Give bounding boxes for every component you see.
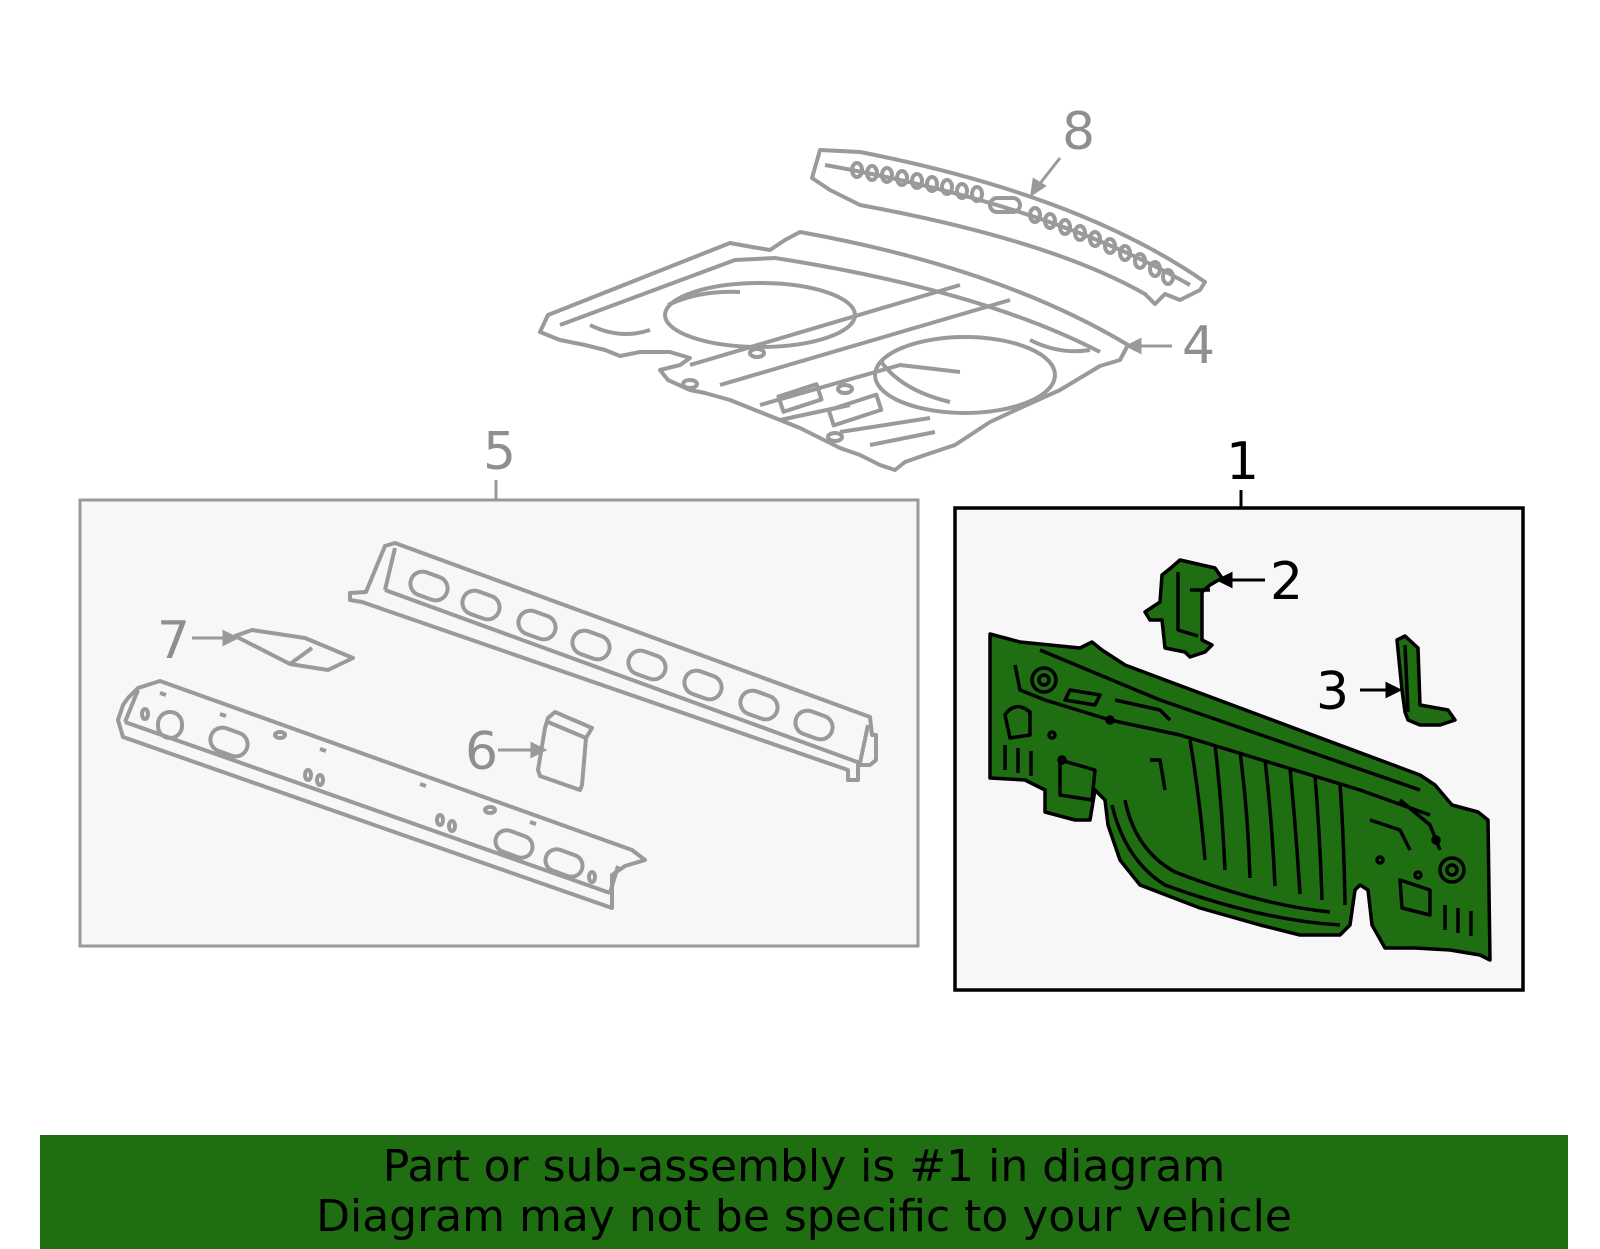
banner-line-1: Part or sub-assembly is #1 in diagram: [382, 1141, 1226, 1192]
part-8-rear-header[interactable]: [810, 148, 1207, 306]
part-7-bracket[interactable]: [233, 628, 355, 672]
callout-1: 1: [1226, 432, 1260, 492]
banner-line-2: Diagram may not be specific to your vehi…: [316, 1191, 1292, 1242]
callout-7: 7: [157, 611, 191, 671]
part-1-rear-body-panel[interactable]: [988, 632, 1492, 962]
part-6-clip[interactable]: [536, 710, 594, 792]
callout-6: 6: [465, 722, 499, 782]
callout-3: 3: [1316, 662, 1350, 722]
leader-3: [1360, 681, 1403, 699]
disclaimer-banner: Part or sub-assembly is #1 in diagram Di…: [40, 1135, 1568, 1249]
part-5-lower-crossmember[interactable]: [116, 679, 647, 910]
leader-7: [192, 629, 240, 647]
part-3-bracket[interactable]: [1395, 634, 1457, 727]
leader-6: [498, 741, 548, 759]
leader-4: [1124, 337, 1172, 355]
leader-2: [1215, 571, 1265, 589]
part-8-holes: [850, 161, 1175, 286]
part-4-rear-floor-pan[interactable]: [538, 230, 1130, 472]
callout-4: 4: [1182, 316, 1216, 376]
leader-8: [1030, 157, 1062, 198]
callout-2: 2: [1270, 552, 1304, 612]
part-5-upper-crossmember[interactable]: [348, 541, 878, 782]
callout-5: 5: [483, 422, 517, 482]
callout-8: 8: [1062, 102, 1096, 162]
part-2-bracket[interactable]: [1143, 558, 1224, 659]
